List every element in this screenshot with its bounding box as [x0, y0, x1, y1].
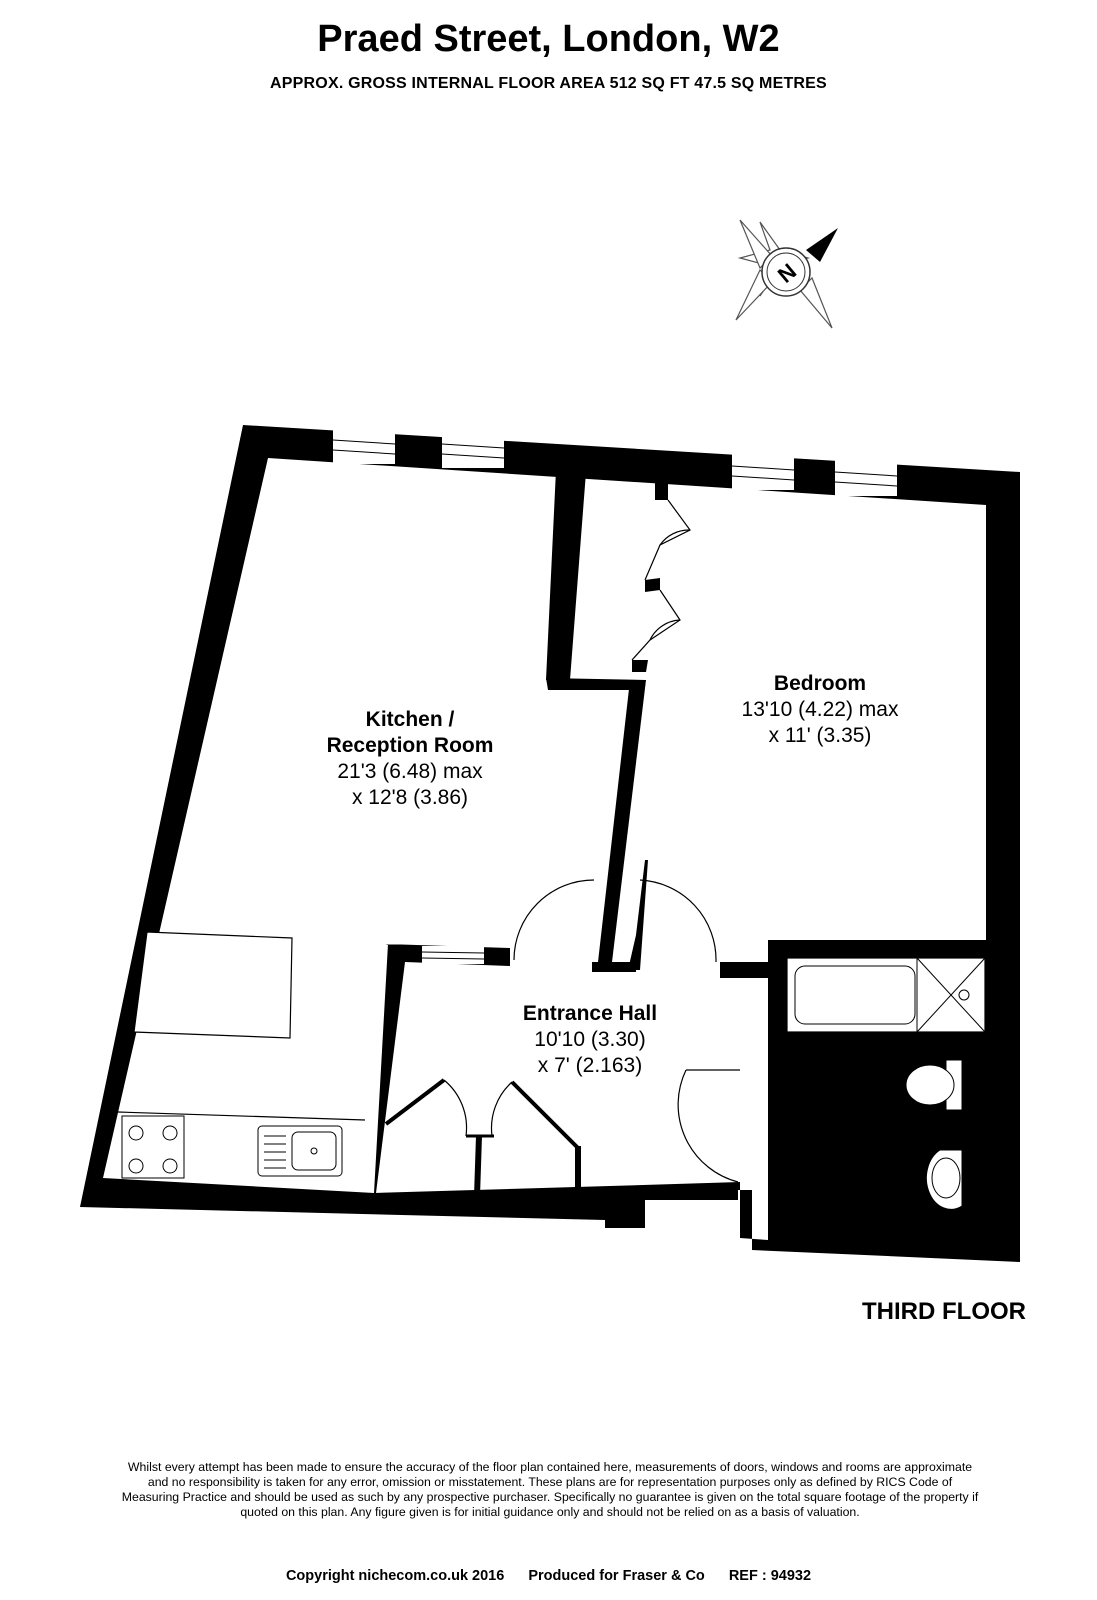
- kitchen-name: Kitchen /: [365, 708, 455, 731]
- footer: Copyright nichecom.co.uk 2016 Produced f…: [0, 1568, 1097, 1584]
- kitchen-dimension-1: 21'3 (6.48) max: [337, 760, 483, 783]
- hob-icon: [121, 1115, 185, 1179]
- north-compass-icon: N: [735, 219, 838, 329]
- entrance-hall-label: Entrance Hall 10'10 (3.30) x 7' (2.163): [490, 1001, 690, 1079]
- sink-icon: [257, 1125, 343, 1177]
- floor-area-subtitle: APPROX. GROSS INTERNAL FLOOR AREA 512 SQ…: [270, 75, 827, 92]
- bathroom-fittings: [786, 957, 986, 1228]
- reference-text: REF : 94932: [728, 1568, 812, 1584]
- page-title: Praed Street, London, W2: [317, 18, 780, 60]
- kitchen-label: Kitchen / Reception Room 21'3 (6.48) max…: [290, 707, 530, 811]
- bath-icon: [786, 957, 986, 1033]
- bedroom-name: Bedroom: [773, 672, 867, 695]
- floor-label: THIRD FLOOR: [862, 1298, 1026, 1325]
- entrance-hall-dimension-2: x 7' (2.163): [537, 1054, 643, 1077]
- door-swings: [443, 499, 740, 1183]
- kitchen-dimension-2: x 12'8 (3.86): [351, 786, 469, 809]
- kitchen-fittings: [117, 931, 366, 1179]
- entrance-hall-dimension-1: 10'10 (3.30): [534, 1028, 646, 1051]
- kitchen-name-2: Reception Room: [326, 734, 494, 757]
- toilet-icon: [905, 1059, 963, 1111]
- interior-walls: [374, 470, 986, 1200]
- entrance-hall-name: Entrance Hall: [522, 1002, 658, 1025]
- outer-walls: [80, 425, 1020, 1262]
- disclaimer-text: Whilst every attempt has been made to en…: [121, 1460, 979, 1519]
- bedroom-dimension-1: 13'10 (4.22) max: [741, 698, 899, 721]
- basin-icon: [925, 1149, 963, 1210]
- copyright-text: Copyright nichecom.co.uk 2016: [285, 1568, 505, 1584]
- bedroom-label: Bedroom 13'10 (4.22) max x 11' (3.35): [710, 671, 930, 749]
- bedroom-dimension-2: x 11' (3.35): [768, 724, 872, 747]
- produced-for-text: Produced for Fraser & Co: [528, 1568, 705, 1584]
